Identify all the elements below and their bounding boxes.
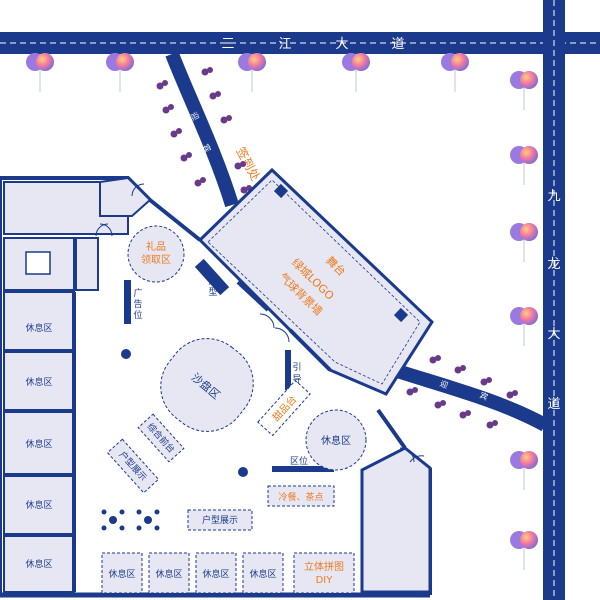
cold-drinks-label: 冷餐、茶点: [278, 491, 323, 503]
table-set-icons: [101, 509, 160, 531]
flower-pot-icon: [406, 387, 418, 396]
welcome-path-1-char: 宾: [201, 142, 214, 154]
flower-pot-icon: [234, 161, 246, 170]
rest-room-label: 休息区: [155, 568, 182, 580]
rest-room-label: 休息区: [25, 499, 52, 511]
rest-room-label: 休息区: [108, 568, 135, 580]
flower-pot-icon: [220, 115, 232, 124]
gift-label-1: 礼品: [146, 240, 166, 253]
right-road-char: 道: [547, 397, 560, 412]
road-labels: 三 江 大 道 九 龙 大 道 迎 宾 迎 宾: [189, 37, 561, 412]
cold-drinks-zone: [267, 485, 335, 507]
balloon-cluster: [510, 71, 538, 110]
balloon-cluster: [441, 53, 469, 92]
flower-pot-icon: [486, 420, 498, 429]
aisle-char: 户: [208, 275, 217, 287]
welcome-path-2-char: 宾: [478, 390, 489, 402]
flower-pot-icon: [194, 177, 206, 187]
rest-circle-label: 休息区: [321, 434, 351, 447]
table-set-icon: [101, 509, 125, 531]
welcome-path-2-char: 迎: [439, 378, 450, 390]
zones: [101, 225, 367, 594]
flower-pot-icon: [209, 91, 221, 100]
flower-pot-icon: [201, 67, 213, 76]
welcome-path-1: [165, 51, 239, 208]
dessert-zone: [257, 379, 311, 437]
puzzle-label-1: 立体拼图: [304, 560, 344, 573]
rest-room-label: 休息区: [25, 438, 52, 450]
balloon-cluster: [238, 53, 266, 92]
district-position-label: 区位: [290, 455, 308, 467]
flower-pot-icon: [434, 400, 446, 409]
balloon-cluster: [510, 223, 538, 262]
balloon-cluster: [510, 531, 538, 570]
table-set-icon: [136, 509, 160, 531]
unit-display-zone: [187, 509, 253, 531]
balloon-cluster: [510, 146, 538, 185]
welcome-path-1-char: 迎: [189, 110, 202, 122]
rest-circle-zone: [305, 409, 367, 471]
rest-room-label: 休息区: [25, 376, 52, 388]
right-road-char: 大: [547, 327, 560, 342]
flower-pot-icon: [480, 377, 492, 386]
gift-zone: [127, 225, 185, 283]
balloon-cluster: [26, 53, 54, 92]
rest-room-label: 休息区: [25, 322, 52, 334]
stage-dashed: [207, 179, 421, 385]
ad-position-char: 位: [133, 309, 142, 321]
right-road-char: 龙: [547, 257, 560, 272]
flower-pot-icon: [506, 390, 518, 399]
guide-char: 引: [292, 362, 301, 373]
flower-pot-icon: [156, 80, 168, 90]
top-road-char: 三: [221, 37, 234, 52]
ad-position-char: 告: [133, 298, 142, 310]
flower-pot-icon: [162, 104, 174, 114]
guide-char: 导: [292, 374, 301, 385]
flower-pot-icon: [429, 355, 441, 364]
flower-pot-icon: [170, 128, 182, 138]
flower-pot-icon: [454, 365, 466, 374]
unit-display-diag-zone: [106, 438, 160, 494]
balloon-cluster: [342, 53, 370, 92]
right-road-char: 九: [547, 189, 560, 204]
unit-display-label: 户型展示: [202, 514, 238, 526]
flower-pots: [156, 67, 518, 429]
balloon-cluster: [106, 53, 134, 92]
top-road-char: 道: [391, 37, 404, 52]
balloon-cluster: [510, 307, 538, 346]
rest-room-label: 休息区: [25, 558, 52, 570]
flower-pot-icon: [459, 410, 471, 419]
ad-position-char: 广: [133, 287, 142, 299]
aisle-char: 型: [208, 287, 217, 298]
rest-room-label: 休息区: [202, 568, 229, 580]
gift-label-2: 领取区: [141, 253, 171, 266]
reception-zone: [137, 413, 185, 463]
flower-pot-icon: [180, 152, 192, 162]
puzzle-label-2: DIY: [316, 575, 334, 586]
welcome-path-2: [385, 361, 549, 432]
balloon-cluster: [510, 451, 538, 490]
top-road-char: 江: [278, 37, 291, 52]
top-road-char: 大: [335, 37, 348, 52]
sand-table-zone: [160, 338, 254, 432]
rest-room-label: 休息区: [249, 568, 276, 580]
